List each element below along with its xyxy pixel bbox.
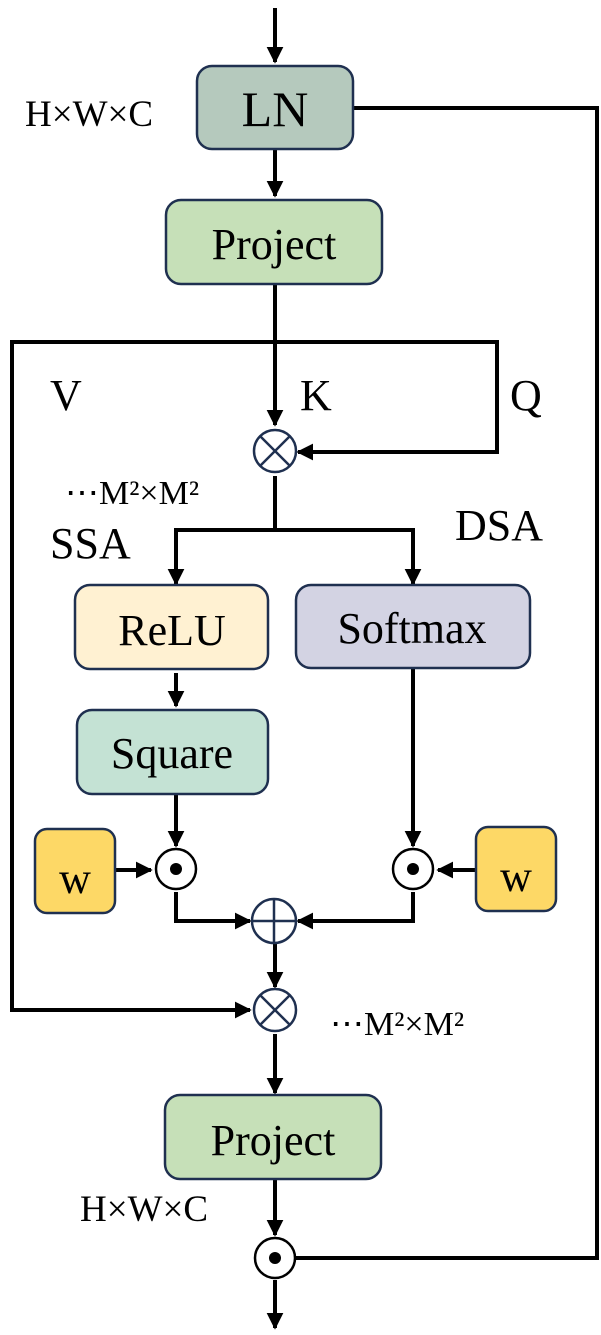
matmul-qk-icon bbox=[252, 428, 298, 474]
dim-attn-bottom-label: ⋯M²×M² bbox=[330, 1006, 464, 1043]
w-right-node: w bbox=[474, 825, 558, 913]
v-label: V bbox=[50, 371, 82, 420]
svg-text:Square: Square bbox=[111, 729, 233, 778]
ssa-branch-arrow bbox=[167, 528, 275, 586]
relu-node: ReLU bbox=[73, 583, 270, 671]
svg-text:Project: Project bbox=[212, 220, 337, 269]
svg-text:Softmax: Softmax bbox=[337, 604, 486, 653]
hadamard-out-icon bbox=[253, 1236, 297, 1280]
square-node: Square bbox=[75, 708, 270, 796]
left-to-sum-arrow bbox=[174, 892, 252, 930]
k-label: K bbox=[300, 371, 332, 420]
project-in-node: Project bbox=[164, 198, 384, 286]
dsa-label: DSA bbox=[455, 501, 543, 550]
right-to-sum-arrow bbox=[296, 892, 415, 930]
matmul-v-icon bbox=[252, 987, 298, 1033]
svg-text:w: w bbox=[59, 854, 91, 903]
dim-attn-top-label: ⋯M²×M² bbox=[65, 475, 199, 512]
q-label: Q bbox=[510, 371, 542, 420]
svg-text:w: w bbox=[500, 852, 532, 901]
ssa-label: SSA bbox=[50, 519, 131, 568]
hadamard-left-icon bbox=[154, 847, 198, 891]
svg-text:Project: Project bbox=[211, 1116, 336, 1165]
project-out-node: Project bbox=[163, 1093, 383, 1181]
softmax-node: Softmax bbox=[294, 583, 532, 670]
v-wire bbox=[10, 340, 275, 1019]
sum-icon bbox=[250, 897, 298, 945]
dim-output-label: H×W×C bbox=[80, 1189, 208, 1230]
w-left-node: w bbox=[33, 827, 117, 915]
q-wire bbox=[275, 340, 499, 461]
svg-text:ReLU: ReLU bbox=[118, 606, 226, 655]
dim-input-label: H×W×C bbox=[25, 94, 153, 135]
ln-node: LN bbox=[195, 64, 355, 151]
hadamard-right-icon bbox=[391, 847, 435, 891]
residual-skip-wire bbox=[261, 106, 599, 1267]
dsa-branch-arrow bbox=[275, 528, 422, 586]
svg-text:LN: LN bbox=[242, 81, 309, 137]
